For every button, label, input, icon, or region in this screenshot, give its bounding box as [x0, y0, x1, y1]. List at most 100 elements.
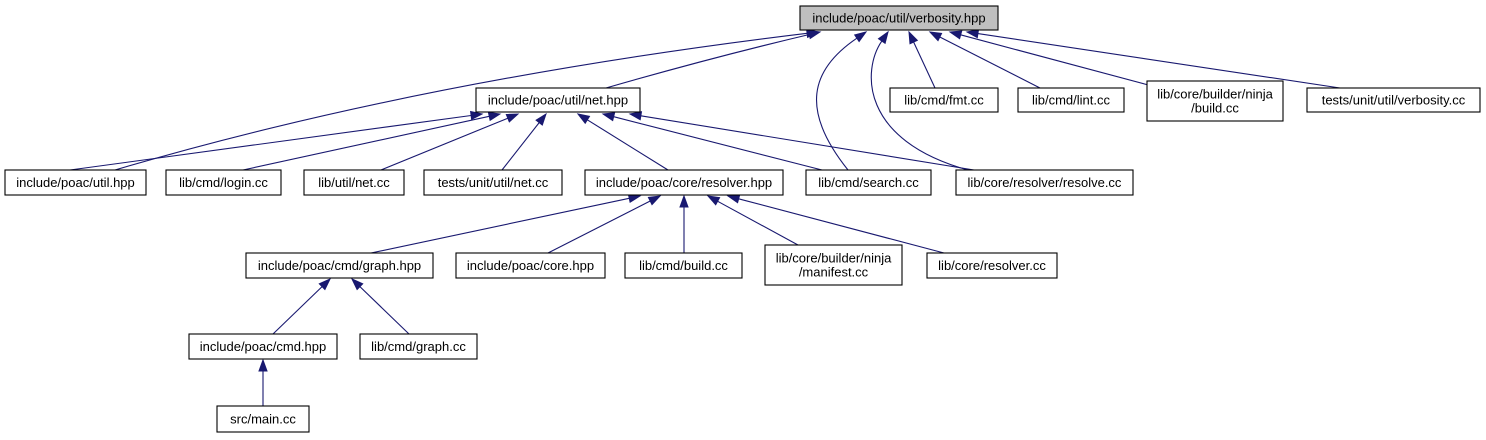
node-box[interactable]: [165, 169, 282, 196]
edge-resolve-cc-to-verbosity-hpp: [870, 30, 969, 171]
node-box[interactable]: [1017, 87, 1125, 113]
node-label: tests/unit/util/verbosity.cc: [1322, 93, 1466, 108]
arrowhead-icon: [535, 112, 547, 126]
edge-line: [380, 117, 509, 171]
node-net-cc[interactable]: lib/util/net.cc: [303, 169, 405, 196]
node-label: lib/core/builder/ninja: [1157, 87, 1273, 102]
node-box[interactable]: [423, 169, 563, 196]
node-box[interactable]: [889, 87, 999, 113]
arrowhead-icon: [679, 194, 689, 208]
node-box[interactable]: [955, 169, 1134, 196]
arrowhead-icon: [318, 277, 332, 291]
node-label: lib/core/resolver/resolve.cc: [968, 175, 1122, 190]
node-label: /build.cc: [1191, 101, 1239, 116]
edges-layer: [69, 28, 1341, 406]
node-box[interactable]: [805, 169, 932, 196]
arrowhead-icon: [908, 30, 919, 45]
edge-ninja-build-cc-to-verbosity-hpp: [948, 30, 1153, 87]
node-box[interactable]: [1306, 87, 1481, 113]
arrowhead-icon: [628, 111, 643, 121]
node-manifest-cc[interactable]: lib/core/builder/ninja/manifest.cc: [764, 244, 903, 286]
node-label: tests/unit/util/net.cc: [438, 175, 549, 190]
node-box[interactable]: [4, 169, 147, 196]
node-label: lib/util/net.cc: [318, 175, 390, 190]
edge-line: [605, 33, 810, 89]
edge-main-cc-to-cmd-hpp: [258, 358, 268, 406]
node-graph-cc[interactable]: lib/cmd/graph.cc: [359, 333, 478, 360]
node-box[interactable]: [799, 5, 999, 31]
node-label: lib/core/builder/ninja: [776, 251, 892, 266]
node-fmt-cc[interactable]: lib/cmd/fmt.cc: [889, 87, 999, 113]
node-search-cc[interactable]: lib/cmd/search.cc: [805, 169, 932, 196]
node-cmd-hpp[interactable]: include/poac/cmd.hpp: [188, 333, 338, 360]
node-box[interactable]: [216, 405, 310, 433]
node-resolver-hpp[interactable]: include/poac/core/resolver.hpp: [584, 169, 784, 196]
arrowhead-icon: [576, 113, 591, 125]
arrowhead-icon: [706, 195, 721, 206]
node-box[interactable]: [188, 333, 338, 360]
arrowhead-icon: [350, 277, 364, 291]
node-box[interactable]: [926, 252, 1058, 279]
node-util-hpp[interactable]: include/poac/util.hpp: [4, 169, 147, 196]
edge-line: [913, 41, 936, 89]
node-box[interactable]: [359, 333, 478, 360]
edge-core-hpp-to-resolver-hpp: [547, 195, 662, 254]
node-box[interactable]: [303, 169, 405, 196]
edge-line: [939, 36, 1041, 89]
edge-line: [816, 37, 858, 171]
arrowhead-icon: [627, 193, 642, 204]
node-lint-cc[interactable]: lib/cmd/lint.cc: [1017, 87, 1125, 113]
edge-resolve-cc-to-net-hpp: [628, 111, 975, 171]
node-graph-hpp[interactable]: include/poac/cmd/graph.hpp: [245, 252, 434, 279]
node-label: src/main.cc: [230, 412, 296, 427]
edge-line: [977, 33, 1341, 89]
node-box[interactable]: [475, 87, 641, 113]
node-core-hpp[interactable]: include/poac/core.hpp: [455, 252, 606, 279]
edge-graph-cc-to-graph-hpp: [350, 277, 410, 335]
node-main-cc[interactable]: src/main.cc: [216, 405, 310, 433]
arrowhead-icon: [807, 30, 822, 40]
arrowhead-icon: [647, 195, 662, 206]
node-box[interactable]: [624, 252, 743, 279]
node-test-net-cc[interactable]: tests/unit/util/net.cc: [423, 169, 563, 196]
edge-lint-cc-to-verbosity-hpp: [928, 31, 1041, 89]
arrowhead-icon: [965, 29, 980, 39]
node-ninja-build-cc[interactable]: lib/core/builder/ninja/build.cc: [1146, 80, 1284, 122]
node-box[interactable]: [1146, 80, 1284, 122]
edge-line: [960, 34, 1153, 87]
arrowhead-icon: [726, 194, 741, 204]
edge-line: [370, 197, 630, 254]
node-build-cc[interactable]: lib/cmd/build.cc: [624, 252, 743, 279]
node-label: lib/core/resolver.cc: [938, 258, 1046, 273]
node-label: lib/cmd/lint.cc: [1032, 93, 1111, 108]
edge-line: [870, 40, 969, 171]
node-box[interactable]: [455, 252, 606, 279]
node-label: include/poac/cmd.hpp: [200, 339, 326, 354]
edge-line: [717, 200, 799, 246]
edge-line: [114, 32, 808, 171]
edge-line: [738, 198, 945, 254]
node-verbosity-cc[interactable]: tests/unit/util/verbosity.cc: [1306, 87, 1481, 113]
edge-verbosity-cc-to-verbosity-hpp: [965, 29, 1341, 89]
node-label: lib/cmd/search.cc: [818, 175, 919, 190]
node-box[interactable]: [764, 244, 903, 286]
edge-net-cc-to-net-hpp: [380, 113, 520, 171]
node-resolve-cc[interactable]: lib/core/resolver/resolve.cc: [955, 169, 1134, 196]
edge-net-hpp-to-verbosity-hpp: [605, 30, 822, 89]
arrowhead-icon: [601, 112, 616, 122]
node-verbosity-hpp[interactable]: include/poac/util/verbosity.hpp: [799, 5, 999, 31]
node-resolver-cc[interactable]: lib/core/resolver.cc: [926, 252, 1058, 279]
node-box[interactable]: [245, 252, 434, 279]
node-box[interactable]: [584, 169, 784, 196]
node-label: include/poac/core.hpp: [467, 258, 594, 273]
edge-util-hpp-to-verbosity-hpp: [114, 28, 820, 171]
node-login-cc[interactable]: lib/cmd/login.cc: [165, 169, 282, 196]
edge-line: [613, 116, 823, 171]
node-label: lib/cmd/fmt.cc: [904, 93, 984, 108]
edge-build-cc-to-resolver-hpp: [679, 194, 689, 253]
edge-line: [359, 286, 410, 335]
node-label: lib/cmd/graph.cc: [371, 339, 466, 354]
node-net-hpp[interactable]: include/poac/util/net.hpp: [475, 87, 641, 113]
edge-line: [640, 115, 975, 171]
